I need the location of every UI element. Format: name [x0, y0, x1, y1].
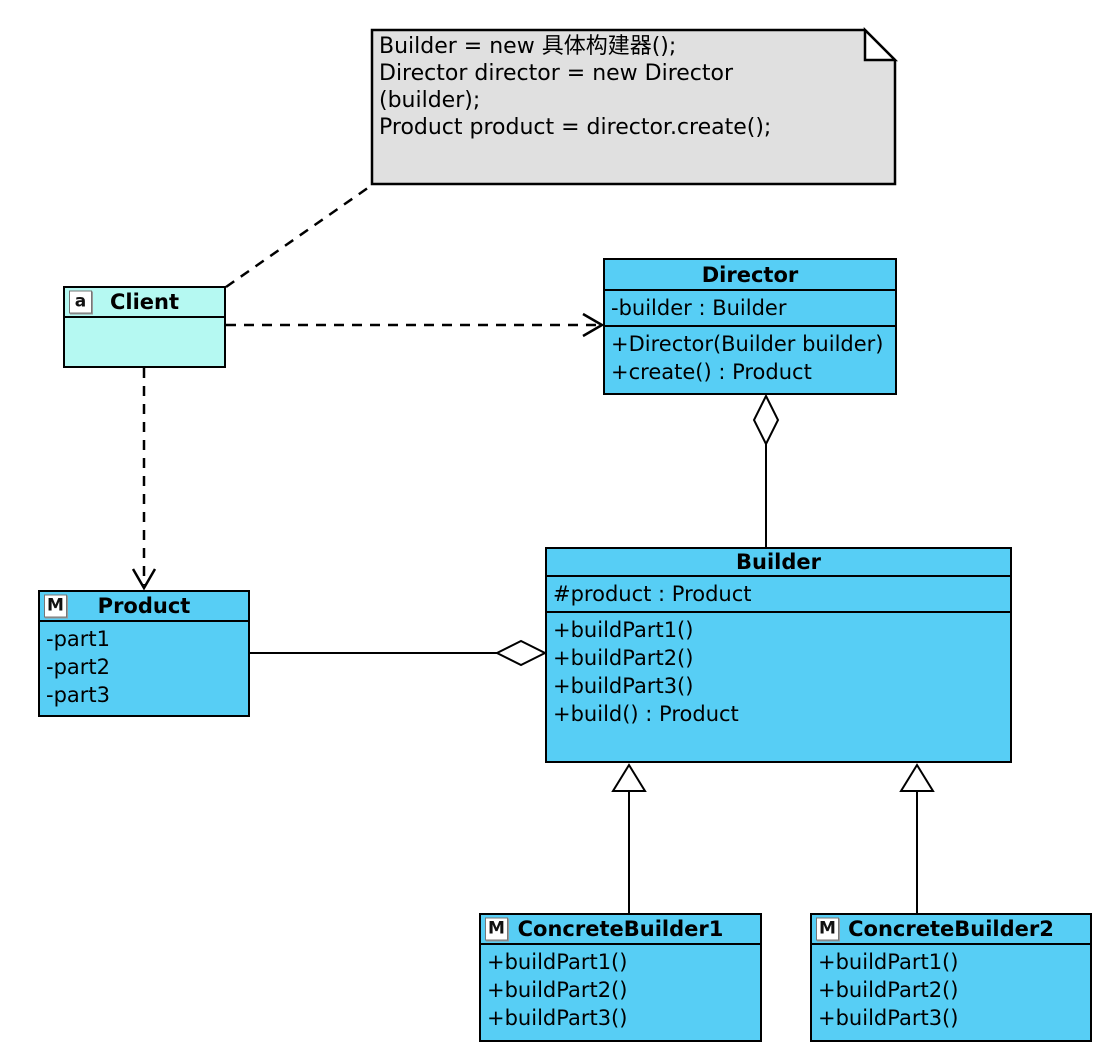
class-concretebuilder2: M ConcreteBuilder2 +buildPart1()+buildPa…	[810, 913, 1092, 1042]
generalization-concretebuilder2-builder	[899, 763, 935, 913]
aggregation-director-builder	[752, 393, 780, 547]
attributes-compartment: -builder : Builder	[605, 291, 895, 327]
member-row: +Director(Builder builder)	[611, 332, 884, 356]
methods-compartment: +buildPart1() +buildPart2() +buildPart3()	[481, 945, 760, 1040]
member-row: +buildPart3()	[487, 1006, 628, 1030]
member-row: +buildPart3()	[553, 674, 694, 698]
class-name: Director	[701, 262, 799, 287]
class-product: M Product -part1 -part2 -part3	[38, 590, 250, 717]
class-builder: Builder #product : Product +buildPart1()…	[545, 547, 1012, 763]
class-name: Product	[97, 594, 191, 618]
member-row: +buildPart2()	[818, 978, 959, 1002]
member-row: -part2	[46, 655, 111, 679]
class-concretebuilder1-title: M ConcreteBuilder1	[481, 915, 760, 945]
class-client-title: a Client	[65, 288, 224, 318]
class-badge-m-icon: M	[816, 917, 839, 941]
class-name: Client	[109, 290, 180, 314]
note-line: Product product = director.create();	[379, 115, 772, 140]
methods-compartment: +Director(Builder builder) +create() : Pr…	[605, 327, 895, 393]
member-row: +buildPart1()	[487, 950, 628, 974]
member-row: +buildPart2()	[487, 978, 628, 1002]
attributes-compartment: -part1 -part2 -part3	[40, 622, 248, 715]
class-name: Builder	[736, 550, 821, 574]
note-text: Builder = new 具体构建器();Director director …	[379, 33, 884, 141]
class-product-title: M Product	[40, 592, 248, 622]
member-row: -part3	[46, 683, 111, 707]
class-name: ConcreteBuilder1	[517, 917, 724, 941]
class-badge-a-icon: a	[69, 290, 92, 314]
member-row: #product : Product	[553, 582, 752, 606]
class-director: Director -builder : Builder +Director(Bu…	[603, 258, 897, 395]
empty-compartment	[65, 318, 224, 366]
class-concretebuilder1: M ConcreteBuilder1 +buildPart1()+buildPa…	[479, 913, 762, 1042]
member-row: +create() : Product	[611, 360, 812, 384]
member-row: +buildPart1()	[818, 950, 959, 974]
note-shape	[370, 26, 899, 186]
class-client: a Client	[63, 286, 226, 368]
member-row: +buildPart2()	[553, 646, 694, 670]
class-director-title: Director	[605, 260, 895, 291]
member-row: +build() : Product	[553, 702, 739, 726]
member-row: -part1	[46, 627, 111, 651]
dependency-client-product	[131, 368, 157, 591]
class-concretebuilder2-title: M ConcreteBuilder2	[812, 915, 1090, 945]
methods-compartment: +buildPart1() +buildPart2() +buildPart3() +…	[547, 613, 1010, 761]
methods-compartment: +buildPart1() +buildPart2() +buildPart3()	[812, 945, 1090, 1040]
member-row: +buildPart3()	[818, 1006, 959, 1030]
class-name: ConcreteBuilder2	[848, 917, 1054, 941]
dependency-client-director	[226, 312, 605, 338]
note-line: Director director = new Director	[379, 61, 734, 86]
member-row: -builder : Builder	[611, 296, 787, 320]
note-anchor-line	[225, 183, 373, 289]
note-line: (builder);	[379, 88, 481, 113]
aggregation-builder-product	[250, 639, 548, 667]
class-badge-m-icon: M	[44, 594, 67, 618]
attributes-compartment: #product : Product	[547, 577, 1010, 613]
note-line: Builder = new 具体构建器();	[379, 34, 677, 59]
class-badge-m-icon: M	[485, 917, 508, 941]
class-builder-title: Builder	[547, 549, 1010, 577]
member-row: +buildPart1()	[553, 618, 694, 642]
generalization-concretebuilder1-builder	[611, 763, 647, 913]
